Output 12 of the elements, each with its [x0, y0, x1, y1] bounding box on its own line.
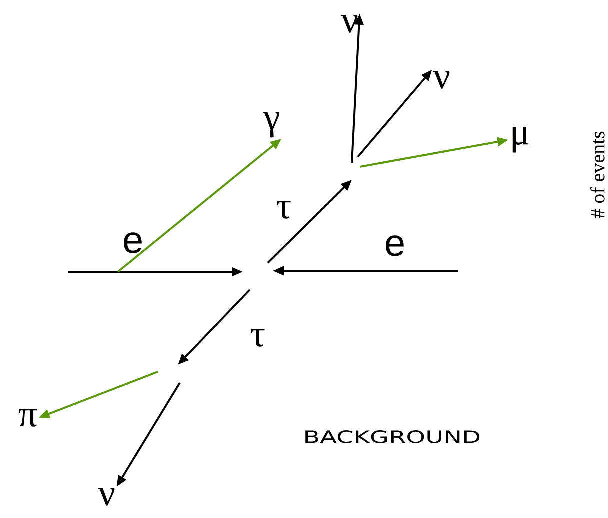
particle-label: γ: [264, 112, 280, 138]
axis-title: # of events: [590, 132, 605, 218]
particle-label: e: [124, 232, 142, 254]
particle-label: τ: [251, 329, 265, 347]
heading: BACKGROUND: [306, 430, 480, 444]
particle-label: ν: [342, 15, 358, 33]
particle-label: π: [18, 409, 38, 427]
particle-label: μ: [512, 127, 529, 153]
particle-label: e: [386, 236, 404, 256]
particle-label: ν: [98, 488, 115, 506]
particle-label: τ: [277, 201, 291, 219]
particle-label: ν: [434, 71, 450, 89]
